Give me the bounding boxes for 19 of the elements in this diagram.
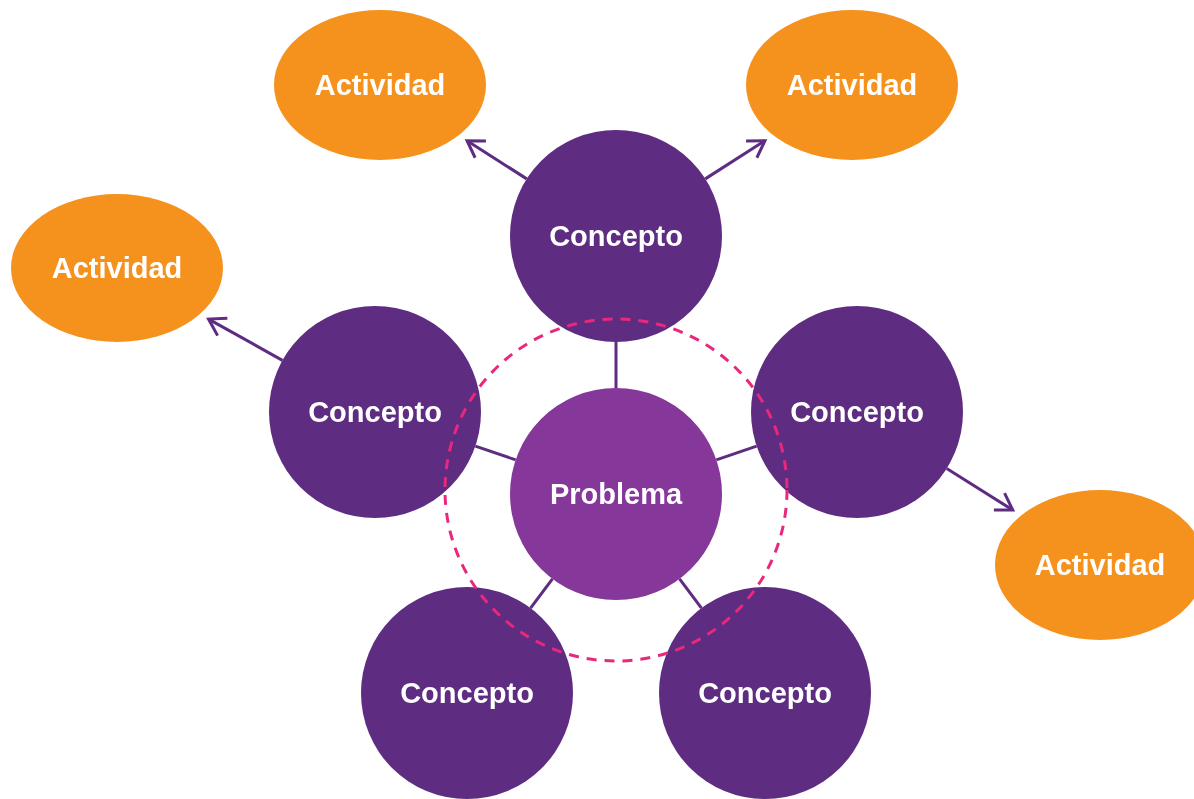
node-label: Concepto <box>308 394 442 430</box>
node-label: Actividad <box>1034 547 1166 583</box>
arrow <box>465 139 528 181</box>
arrow <box>704 139 767 181</box>
arrow <box>207 316 284 362</box>
connector-line <box>614 342 618 388</box>
node-label: Actividad <box>51 250 183 286</box>
arrow <box>945 467 1015 512</box>
connector-line <box>474 444 517 462</box>
node-label: Concepto <box>698 675 832 711</box>
connector-line <box>715 444 758 462</box>
node-label: Concepto <box>549 218 683 254</box>
node-label: Concepto <box>790 394 924 430</box>
node-label: Actividad <box>314 67 446 103</box>
node-label: Concepto <box>400 675 534 711</box>
connector-line <box>678 577 703 610</box>
node-label: Problema <box>549 476 683 512</box>
connector-line <box>529 577 554 610</box>
node-label: Actividad <box>786 67 918 103</box>
